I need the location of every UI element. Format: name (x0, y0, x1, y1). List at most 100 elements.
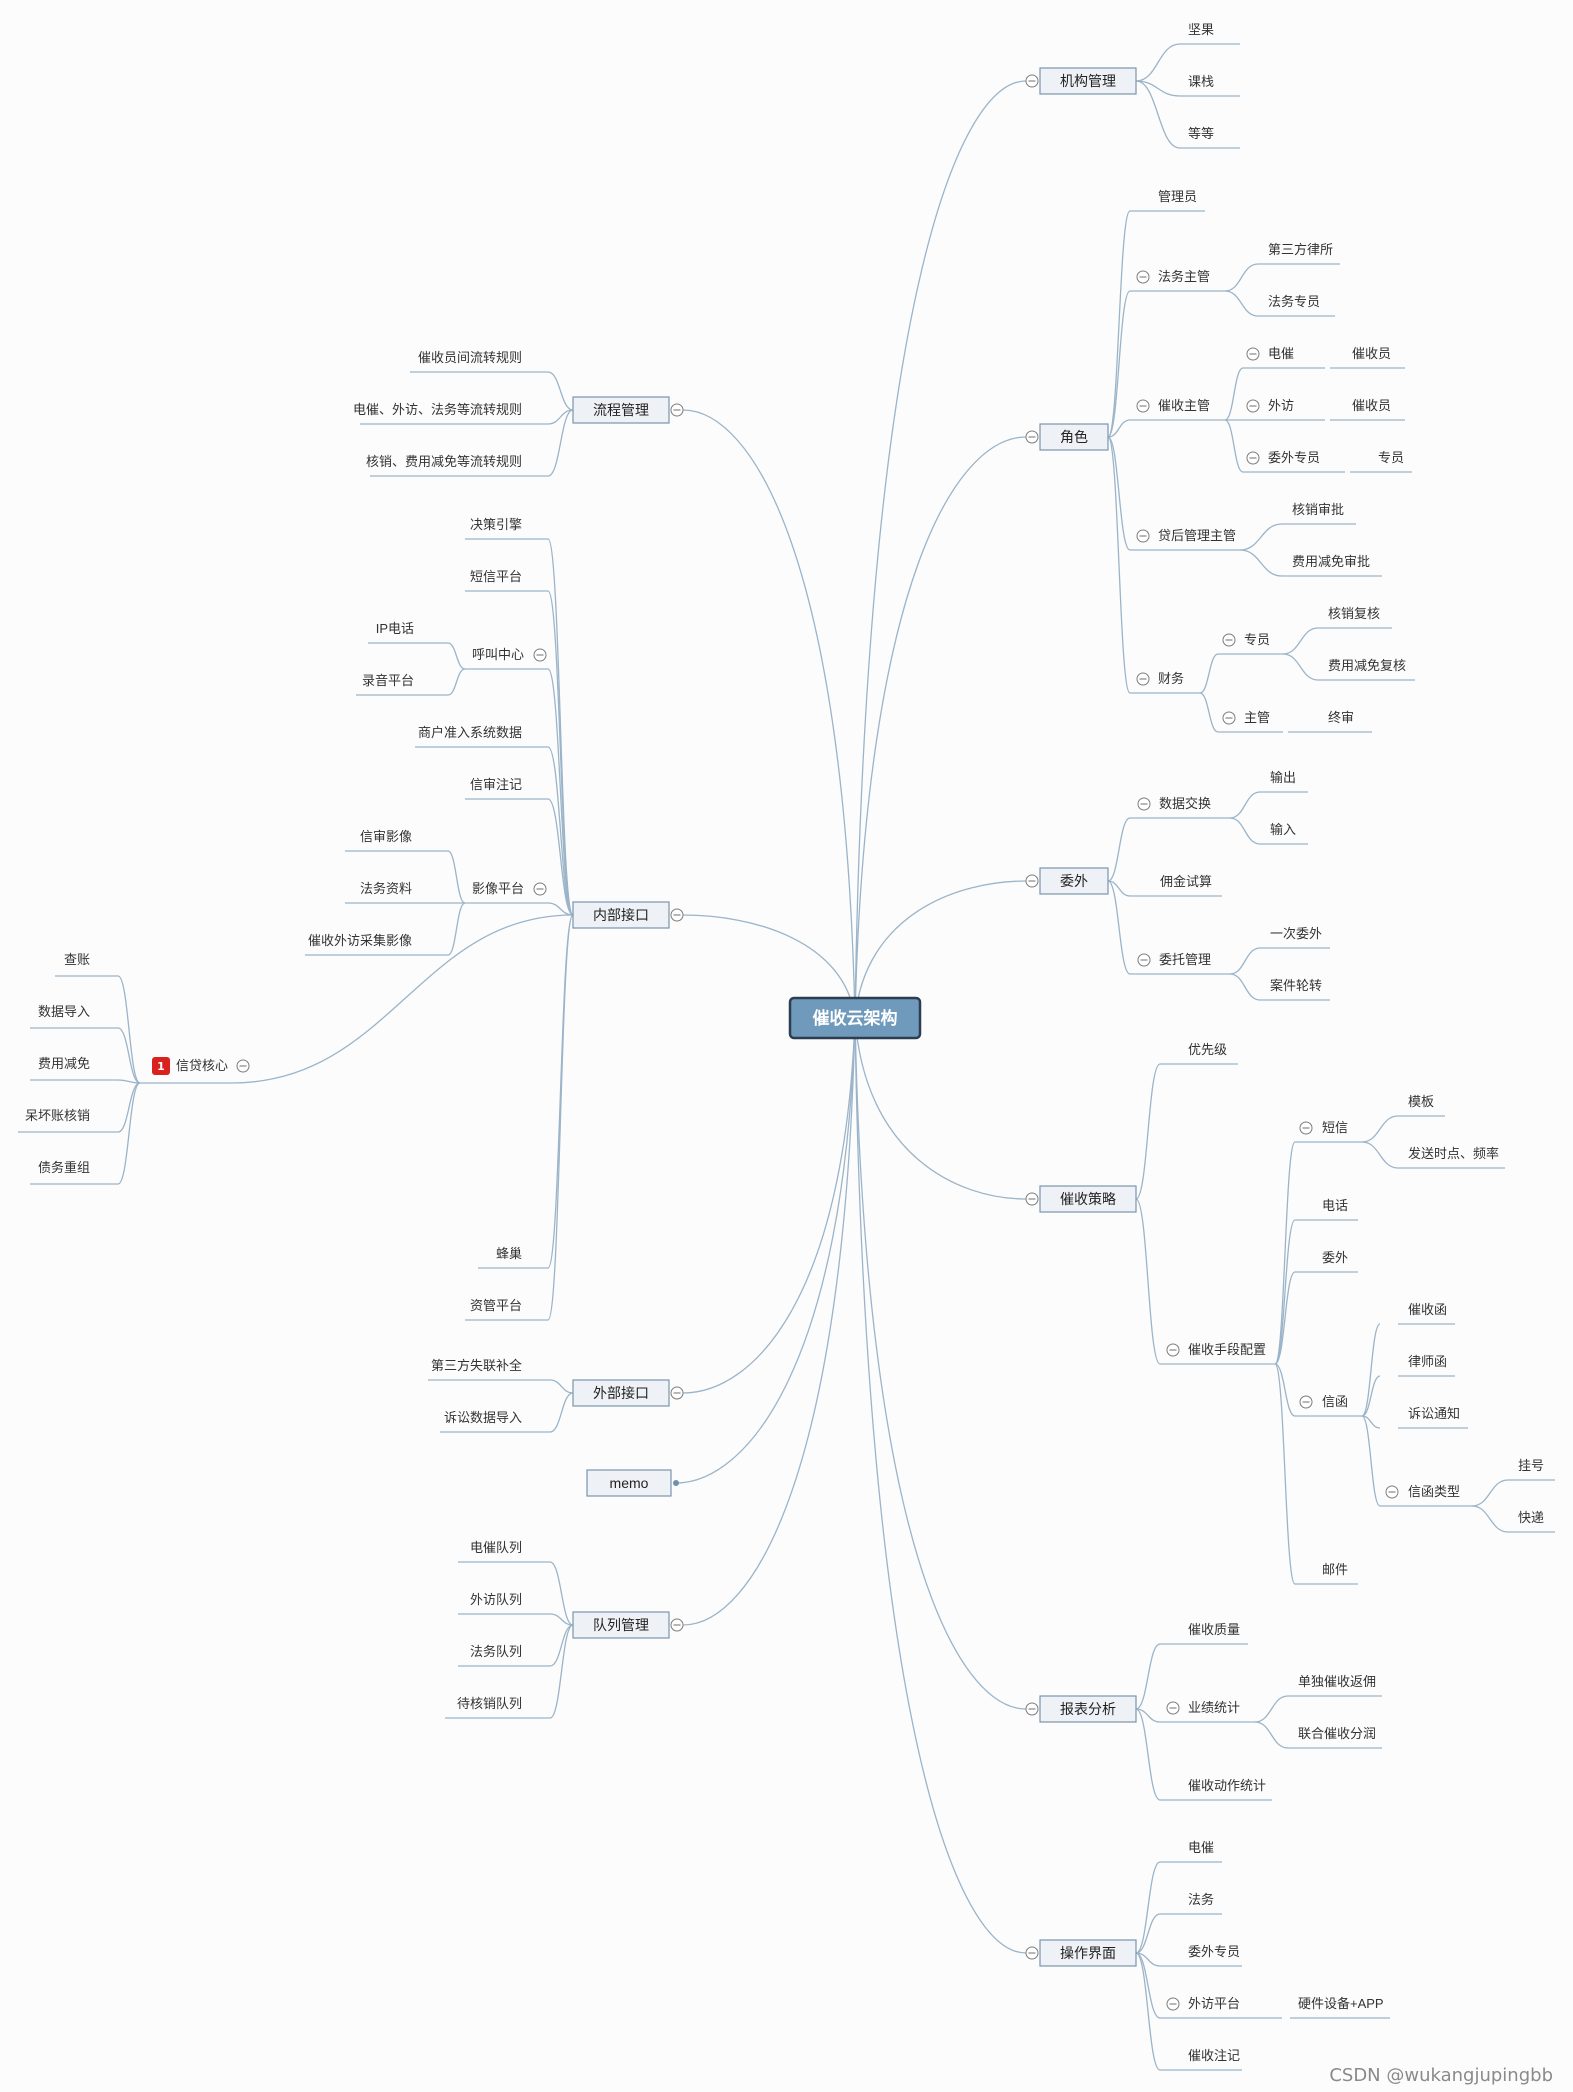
leaf-label: 催收员 (1352, 346, 1391, 361)
connector-line (1361, 1115, 1399, 1143)
leaf-label: 委外 (1322, 1250, 1348, 1265)
connector-line (117, 975, 141, 1084)
leaf-label: 输入 (1270, 822, 1296, 837)
node-label: 财务 (1158, 671, 1184, 686)
collapse-toggle-icon[interactable] (1025, 1702, 1039, 1716)
leaf-label: 电催、外访、法务等流转规则 (353, 402, 522, 417)
node-label: 贷后管理主管 (1158, 528, 1236, 543)
connector-line (549, 1379, 574, 1394)
node-label: 信函 (1322, 1394, 1348, 1409)
collapse-toggle-icon[interactable] (1137, 953, 1151, 967)
collapse-toggle-icon[interactable] (1222, 711, 1236, 725)
leaf-label: 硬件设备+APP (1298, 1996, 1384, 2011)
collapse-toggle-icon[interactable] (1025, 74, 1039, 88)
connector-layer (117, 43, 1509, 2071)
connector-line (1361, 1375, 1381, 1417)
connector-line (682, 409, 856, 1019)
collapse-toggle-icon[interactable] (1166, 1997, 1180, 2011)
branch-label: 操作界面 (1060, 1945, 1116, 1961)
connector-line (549, 1624, 574, 1719)
collapse-toggle-icon[interactable] (533, 648, 547, 662)
branch-node[interactable]: 流程管理 (572, 396, 670, 424)
connector-line (549, 1561, 574, 1626)
leaf-label: 信审影像 (360, 829, 412, 844)
connector-line (117, 1027, 141, 1084)
leaf-label: 课栈 (1188, 74, 1214, 89)
branch-node[interactable]: 队列管理 (572, 1611, 670, 1639)
collapse-toggle-icon[interactable] (1136, 529, 1150, 543)
connector-line (1471, 1479, 1509, 1507)
connector-line (1361, 1415, 1381, 1507)
leaf-label: 费用减免审批 (1292, 554, 1370, 569)
connector-line (547, 798, 574, 916)
branch-node[interactable]: 机构管理 (1039, 67, 1137, 95)
collapse-toggle-icon[interactable] (1025, 430, 1039, 444)
branch-node[interactable]: 报表分析 (1039, 1695, 1137, 1723)
leaf-label: IP电话 (376, 621, 414, 636)
leaf-label: 催收质量 (1188, 1622, 1240, 1637)
memo-anchor-dot (673, 1480, 679, 1486)
collapse-toggle-icon[interactable] (670, 1386, 684, 1400)
connector-line (117, 1082, 141, 1133)
connector-line (547, 746, 574, 916)
leaf-label: 费用减免复核 (1328, 658, 1406, 673)
connector-line (1274, 1141, 1296, 1365)
connector-line (682, 1017, 856, 1626)
connector-line (1229, 973, 1261, 1001)
connector-line (1282, 653, 1319, 681)
node-label: 专员 (1244, 632, 1270, 647)
node-label: 外访平台 (1188, 1996, 1240, 2011)
collapse-toggle-icon[interactable] (1025, 1192, 1039, 1206)
branch-node[interactable]: 催收策略 (1039, 1185, 1137, 1213)
collapse-toggle-icon[interactable] (670, 1618, 684, 1632)
collapse-toggle-icon[interactable] (533, 882, 547, 896)
connector-line (547, 914, 574, 1269)
collapse-toggle-icon[interactable] (1166, 1343, 1180, 1357)
collapse-toggle-icon[interactable] (1136, 672, 1150, 686)
connector-line (117, 1079, 141, 1084)
collapse-toggle-icon[interactable] (1246, 451, 1260, 465)
branch-node[interactable]: 外部接口 (572, 1379, 670, 1407)
node-label: 主管 (1244, 710, 1270, 725)
connector-line (1274, 1363, 1296, 1417)
memo-node[interactable]: memo (586, 1469, 672, 1497)
collapse-toggle-icon[interactable] (236, 1059, 250, 1073)
branch-label: 内部接口 (593, 907, 649, 923)
connector-line (1229, 817, 1261, 845)
connector-line (1361, 1323, 1381, 1417)
leaf-label: 联合催收分润 (1298, 1726, 1376, 1741)
collapse-toggle-icon[interactable] (1025, 874, 1039, 888)
collapse-toggle-icon[interactable] (1136, 270, 1150, 284)
collapse-toggle-icon[interactable] (670, 908, 684, 922)
collapse-toggle-icon[interactable] (1299, 1121, 1313, 1135)
branch-label: 流程管理 (593, 402, 649, 418)
leaf-label: 法务资料 (360, 881, 412, 896)
connector-line (1135, 1063, 1161, 1200)
collapse-toggle-icon[interactable] (1246, 399, 1260, 413)
connector-line (1199, 653, 1219, 694)
leaf-label: 挂号 (1518, 1458, 1544, 1473)
collapse-toggle-icon[interactable] (1025, 1946, 1039, 1960)
collapse-toggle-icon[interactable] (1299, 1395, 1313, 1409)
collapse-toggle-icon[interactable] (1246, 347, 1260, 361)
branch-node[interactable]: 操作界面 (1039, 1939, 1137, 1967)
leaf-label: 一次委外 (1270, 926, 1322, 941)
leaf-label: 核销、费用减免等流转规则 (366, 454, 522, 469)
branch-node[interactable]: 委外 (1039, 867, 1109, 895)
collapse-toggle-icon[interactable] (1385, 1485, 1399, 1499)
collapse-toggle-icon[interactable] (670, 403, 684, 417)
leaf-label: 单独催收返佣 (1298, 1674, 1376, 1689)
root-node[interactable]: 催收云架构 (788, 996, 922, 1040)
collapse-toggle-icon[interactable] (1136, 399, 1150, 413)
connector-line (1135, 1708, 1161, 1801)
node-label: 业绩统计 (1188, 1700, 1240, 1715)
node-label: 催收手段配置 (1188, 1342, 1266, 1357)
branch-node[interactable]: 角色 (1039, 423, 1109, 451)
collapse-toggle-icon[interactable] (1222, 633, 1236, 647)
branch-node[interactable]: 内部接口 (572, 901, 670, 929)
collapse-toggle-icon[interactable] (1137, 797, 1151, 811)
connector-line (1135, 1952, 1161, 2071)
collapse-toggle-icon[interactable] (1166, 1701, 1180, 1715)
connector-line (547, 668, 574, 916)
